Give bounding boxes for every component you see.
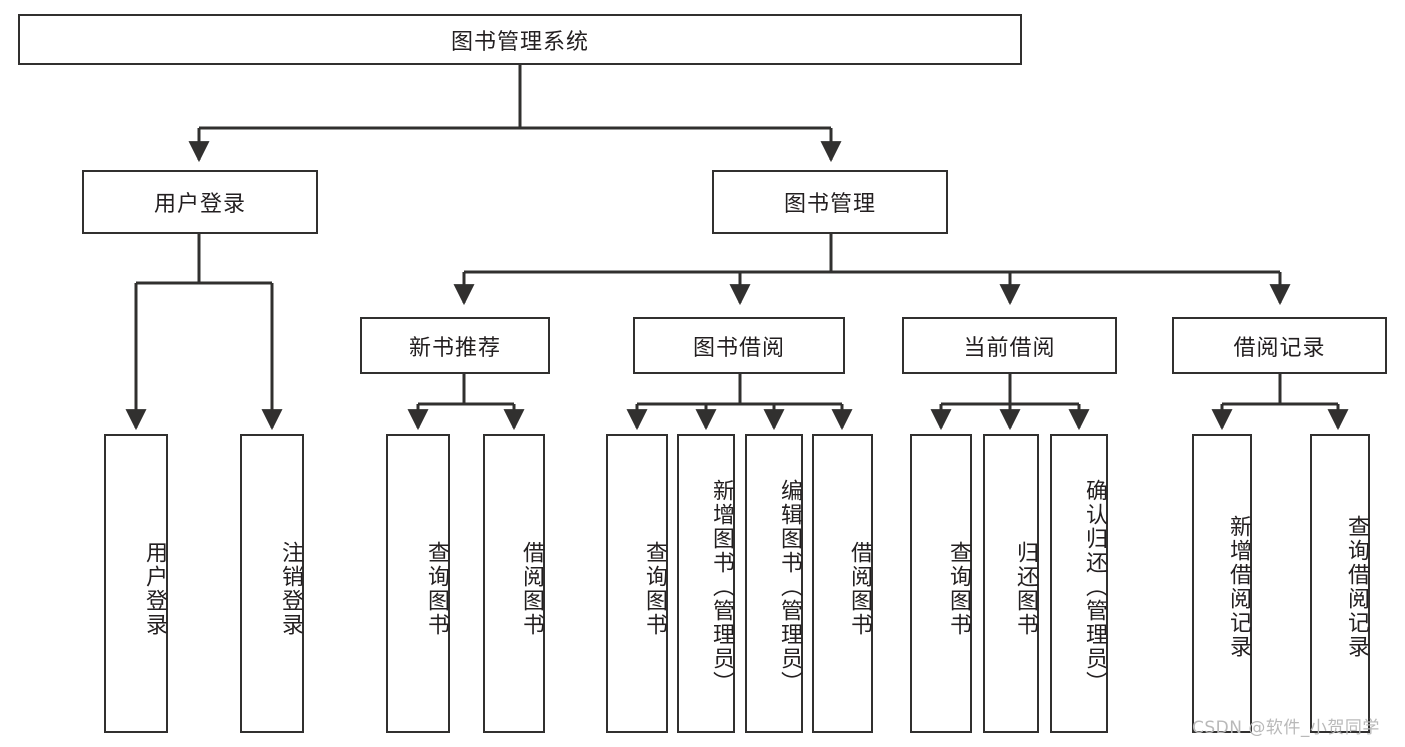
leaf-borrow-record-add[interactable]: 新增借阅记录 bbox=[1192, 434, 1252, 733]
leaf-label: 新增借阅记录 bbox=[1226, 514, 1251, 659]
leaf-borrow-record-query[interactable]: 查询借阅记录 bbox=[1310, 434, 1370, 733]
leaf-new-book-query[interactable]: 查询图书 bbox=[386, 434, 450, 733]
leaf-label: 查询图书 bbox=[424, 540, 449, 637]
node-borrow-record[interactable]: 借阅记录 bbox=[1172, 317, 1387, 374]
node-book-manage-label: 图书管理 bbox=[783, 192, 876, 217]
leaf-label: 用户登录 bbox=[142, 540, 167, 637]
leaf-book-borrow-borrow[interactable]: 借阅图书 bbox=[812, 434, 873, 733]
leaf-new-book-borrow[interactable]: 借阅图书 bbox=[483, 434, 545, 733]
leaf-label: 注销登录 bbox=[278, 540, 303, 637]
leaf-label: 查询借阅记录 bbox=[1344, 514, 1369, 659]
leaf-book-borrow-query[interactable]: 查询图书 bbox=[606, 434, 668, 733]
leaf-user-login-logout[interactable]: 注销登录 bbox=[240, 434, 304, 733]
leaf-current-borrow-return[interactable]: 归还图书 bbox=[983, 434, 1039, 733]
leaf-label: 新增图书（管理员） bbox=[709, 478, 734, 695]
node-book-borrow[interactable]: 图书借阅 bbox=[633, 317, 845, 374]
node-root-label: 图书管理系统 bbox=[450, 29, 589, 55]
leaf-label: 编辑图书（管理员） bbox=[777, 478, 802, 695]
csdn-watermark: CSDN @软件_小贺同学 bbox=[1192, 718, 1380, 738]
node-new-book-recommend[interactable]: 新书推荐 bbox=[360, 317, 550, 374]
node-current-borrow[interactable]: 当前借阅 bbox=[902, 317, 1117, 374]
node-new-book-recommend-label: 新书推荐 bbox=[408, 335, 501, 361]
node-book-manage[interactable]: 图书管理 bbox=[712, 170, 948, 234]
leaf-book-borrow-add[interactable]: 新增图书（管理员） bbox=[677, 434, 735, 733]
node-book-borrow-label: 图书借阅 bbox=[692, 335, 785, 361]
leaf-label: 借阅图书 bbox=[847, 540, 872, 637]
leaf-label: 归还图书 bbox=[1013, 540, 1038, 637]
leaf-label: 确认归还（管理员） bbox=[1082, 478, 1107, 695]
leaf-label: 查询图书 bbox=[642, 540, 667, 637]
leaf-current-borrow-confirm-return[interactable]: 确认归还（管理员） bbox=[1050, 434, 1108, 733]
leaf-book-borrow-edit[interactable]: 编辑图书（管理员） bbox=[745, 434, 803, 733]
node-current-borrow-label: 当前借阅 bbox=[963, 335, 1056, 361]
node-user-login-label: 用户登录 bbox=[153, 192, 246, 217]
leaf-user-login-login[interactable]: 用户登录 bbox=[104, 434, 168, 733]
leaf-current-borrow-query[interactable]: 查询图书 bbox=[910, 434, 972, 733]
node-root[interactable]: 图书管理系统 bbox=[18, 14, 1022, 65]
leaf-label: 借阅图书 bbox=[519, 540, 544, 637]
leaf-label: 查询图书 bbox=[946, 540, 971, 637]
node-borrow-record-label: 借阅记录 bbox=[1233, 335, 1326, 361]
node-user-login[interactable]: 用户登录 bbox=[82, 170, 318, 234]
